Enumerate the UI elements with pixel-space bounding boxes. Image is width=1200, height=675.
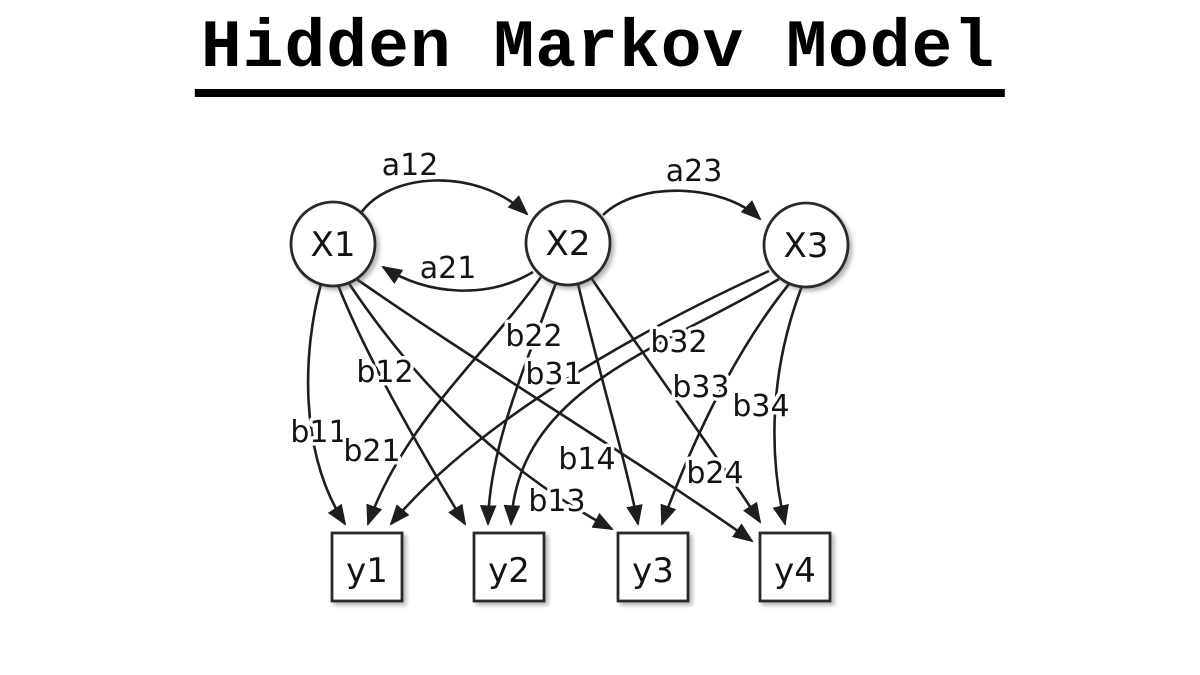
label-a23: a23 [666, 154, 723, 189]
hidden-state-x3 [762, 201, 850, 289]
edge-b12 [336, 284, 467, 526]
observation-y3 [616, 531, 690, 603]
label-a12: a12 [382, 148, 439, 183]
label-b22: b22 [505, 319, 562, 354]
observation-y2-label: y2 [488, 551, 530, 591]
label-b21: b21 [343, 434, 400, 469]
label-b31: b31 [525, 357, 582, 392]
observation-y4-label: y4 [774, 551, 816, 591]
observation-y3-label: y3 [632, 551, 674, 591]
label-b14: b14 [558, 442, 615, 477]
edge-b31 [389, 269, 770, 526]
hidden-state-nodes: X1 X2 X3 [289, 199, 850, 289]
page-title: Hidden Markov Model [194, 11, 1006, 97]
hidden-state-x1 [289, 200, 377, 288]
edge-b21 [366, 276, 543, 526]
label-b32: b32 [650, 325, 707, 360]
edge-a21 [381, 265, 534, 292]
observation-y4 [758, 531, 832, 603]
edge-b32 [503, 277, 780, 527]
hidden-state-x2 [524, 199, 612, 287]
observation-y1 [330, 531, 404, 603]
edge-a23 [602, 189, 762, 221]
label-b34: b34 [732, 389, 789, 424]
hidden-state-x1-label: X1 [311, 225, 356, 265]
emission-edges [306, 269, 804, 543]
edge-a12 [359, 179, 529, 216]
label-b24: b24 [686, 456, 743, 491]
edge-b33 [660, 283, 791, 526]
label-b13: b13 [528, 484, 585, 519]
observation-y1-label: y1 [346, 551, 388, 591]
edge-b24 [590, 278, 762, 524]
label-b12: b12 [356, 355, 413, 390]
hidden-state-x2-label: X2 [546, 224, 591, 264]
label-a21: a21 [420, 251, 477, 286]
observation-nodes: y1 y2 y3 y4 [330, 531, 832, 603]
observation-y2 [472, 531, 546, 603]
label-b33: b33 [672, 370, 729, 405]
edge-b22 [479, 282, 558, 527]
transition-edges [359, 179, 762, 292]
edge-b23-unlabeled [576, 283, 643, 527]
hidden-state-x3-label: X3 [784, 226, 829, 266]
edge-b13 [346, 281, 614, 531]
label-b11: b11 [290, 415, 347, 450]
edge-b34 [772, 285, 804, 527]
edge-labels: a12 a21 a23 b11 b12 b13 b14 b21 b22 b24 … [287, 145, 793, 523]
edge-b11 [306, 283, 347, 526]
